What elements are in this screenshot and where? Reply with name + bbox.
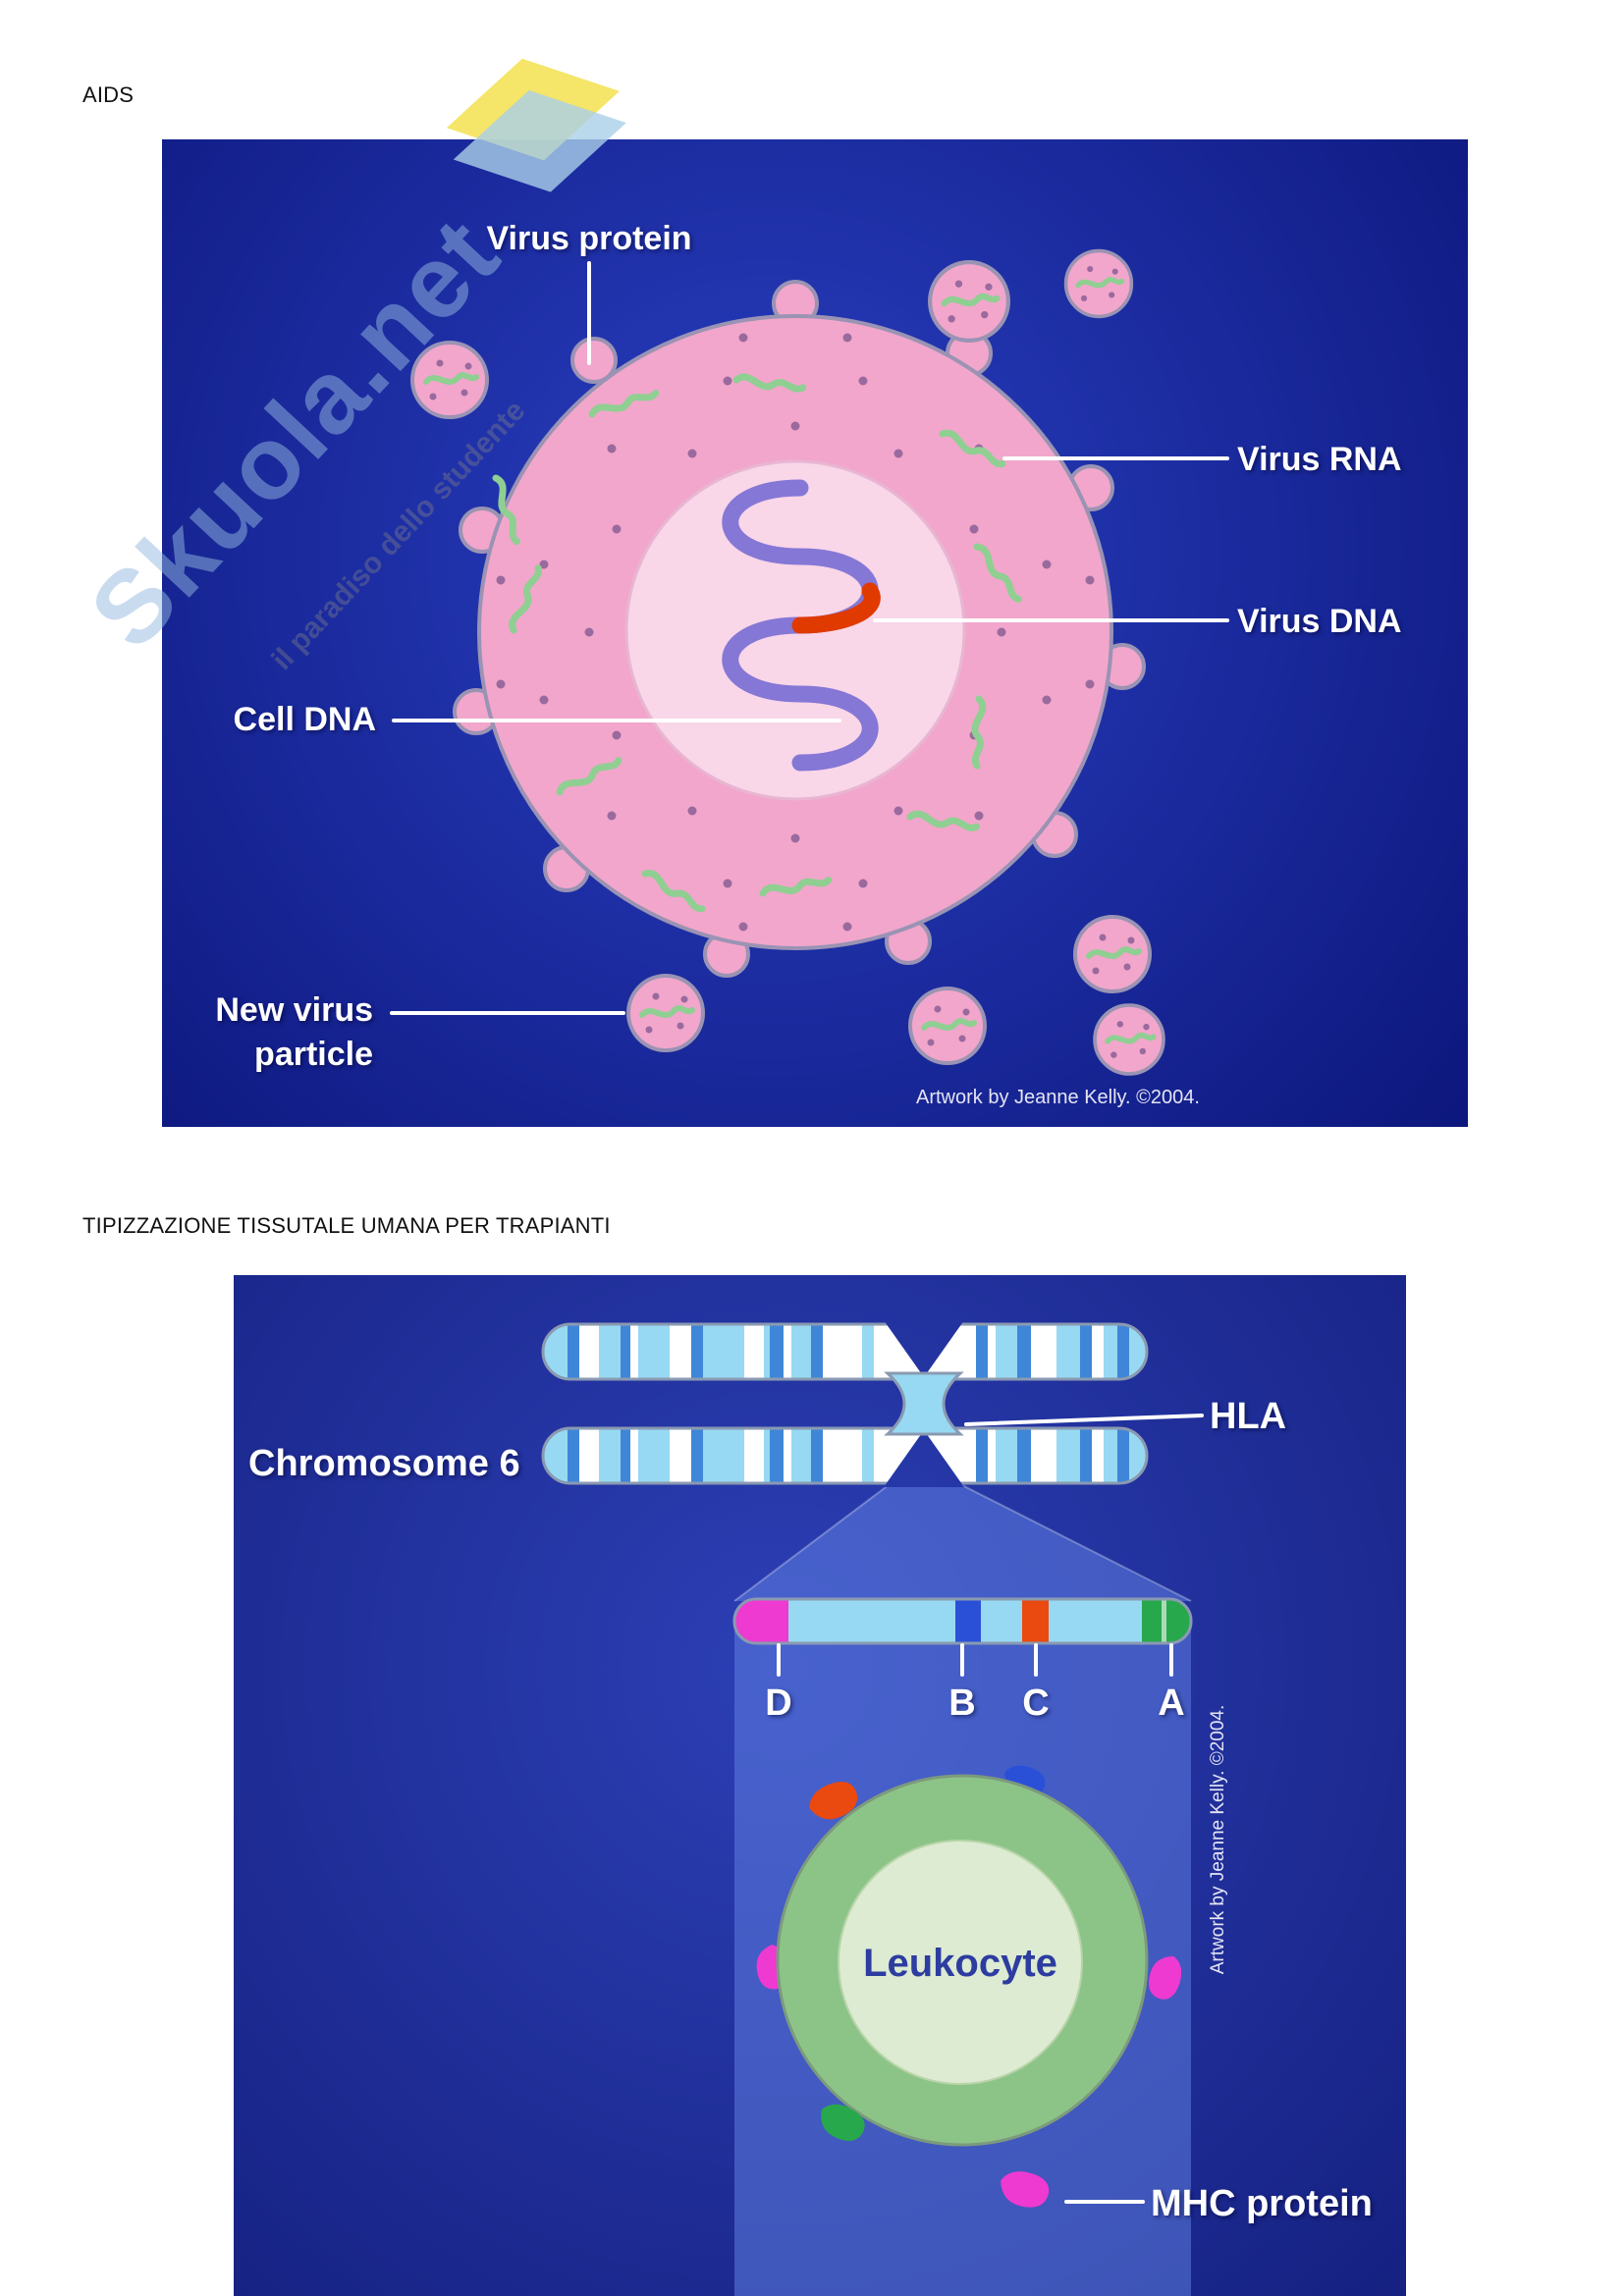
locus-d-label: D [765, 1682, 791, 1724]
hla-label: HLA [1210, 1396, 1286, 1437]
leukocyte-label: Leukocyte [863, 1942, 1057, 1985]
leukocyte-nucleus [838, 1840, 1083, 2085]
cytoplasm-dots [496, 333, 1095, 932]
hla-leader-line [964, 1414, 1204, 1426]
centromere [884, 1371, 964, 1436]
new-virus-label-line1: New virus [215, 991, 373, 1029]
tipizzazione-heading: TIPIZZAZIONE TISSUTALE UMANA PER TRAPIAN… [82, 1213, 611, 1238]
cell-dna-label: Cell DNA [234, 701, 376, 738]
mhc-protein-label: MHC protein [1151, 2183, 1373, 2224]
hla-figure: HLA Chromosome 6 D B C A Artwork by Jean… [234, 1275, 1406, 2296]
gene-b-segment [955, 1599, 981, 1643]
virus-dna-segment [791, 582, 881, 634]
gene-c-segment [1022, 1599, 1049, 1643]
leukocyte-cell: Leukocyte [752, 1762, 1185, 2211]
chromosome-6-label: Chromosome 6 [248, 1443, 520, 1484]
virus-dna-label: Virus DNA [1237, 603, 1402, 640]
new-virus-label-line2: particle [254, 1036, 373, 1073]
locus-a-label: A [1158, 1682, 1184, 1724]
locus-b-label: B [948, 1682, 975, 1724]
leader-lines [390, 261, 1229, 1015]
virus-rna-label: Virus RNA [1237, 441, 1402, 478]
figure1-artwork-credit: Artwork by Jeanne Kelly. ©2004. [916, 1087, 1200, 1108]
hla-gene-map-bar [732, 1597, 1193, 1645]
gene-d-segment [734, 1599, 788, 1643]
virus-protein-label: Virus protein [486, 220, 691, 257]
aids-heading: AIDS [82, 82, 135, 107]
figure2-artwork-credit: Artwork by Jeanne Kelly. ©2004. [1208, 1705, 1228, 1975]
locus-c-label: C [1022, 1682, 1049, 1724]
aids-figure: Virus protein Virus RNA Virus DNA Cell D… [162, 139, 1468, 1127]
gene-locus-ticks [777, 1643, 1173, 1677]
